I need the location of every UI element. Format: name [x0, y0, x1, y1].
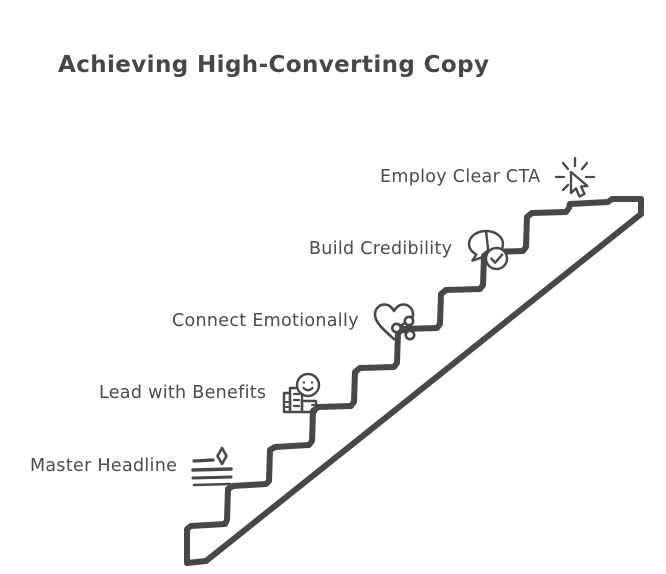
- step-label-employ-clear-cta: Employ Clear CTA: [380, 167, 541, 188]
- step-build-credibility[interactable]: Build Credibility: [309, 227, 510, 273]
- step-lead-with-benefits[interactable]: Lead with Benefits: [99, 371, 324, 417]
- step-label-build-credibility: Build Credibility: [309, 239, 453, 260]
- smiley-document-icon: [278, 371, 324, 417]
- step-connect-emotionally[interactable]: Connect Emotionally: [172, 299, 417, 345]
- step-label-lead-with-benefits: Lead with Benefits: [99, 383, 267, 404]
- headline-lines-sparkle-icon: [189, 444, 235, 490]
- cursor-click-icon: [552, 155, 598, 201]
- step-label-master-headline: Master Headline: [30, 456, 178, 477]
- page-title: Achieving High-Converting Copy: [58, 52, 490, 78]
- speech-bubble-check-icon: [464, 227, 510, 273]
- heart-share-icon: [371, 299, 417, 345]
- step-label-connect-emotionally: Connect Emotionally: [172, 311, 359, 332]
- step-master-headline[interactable]: Master Headline: [30, 444, 235, 490]
- step-employ-clear-cta[interactable]: Employ Clear CTA: [380, 155, 598, 201]
